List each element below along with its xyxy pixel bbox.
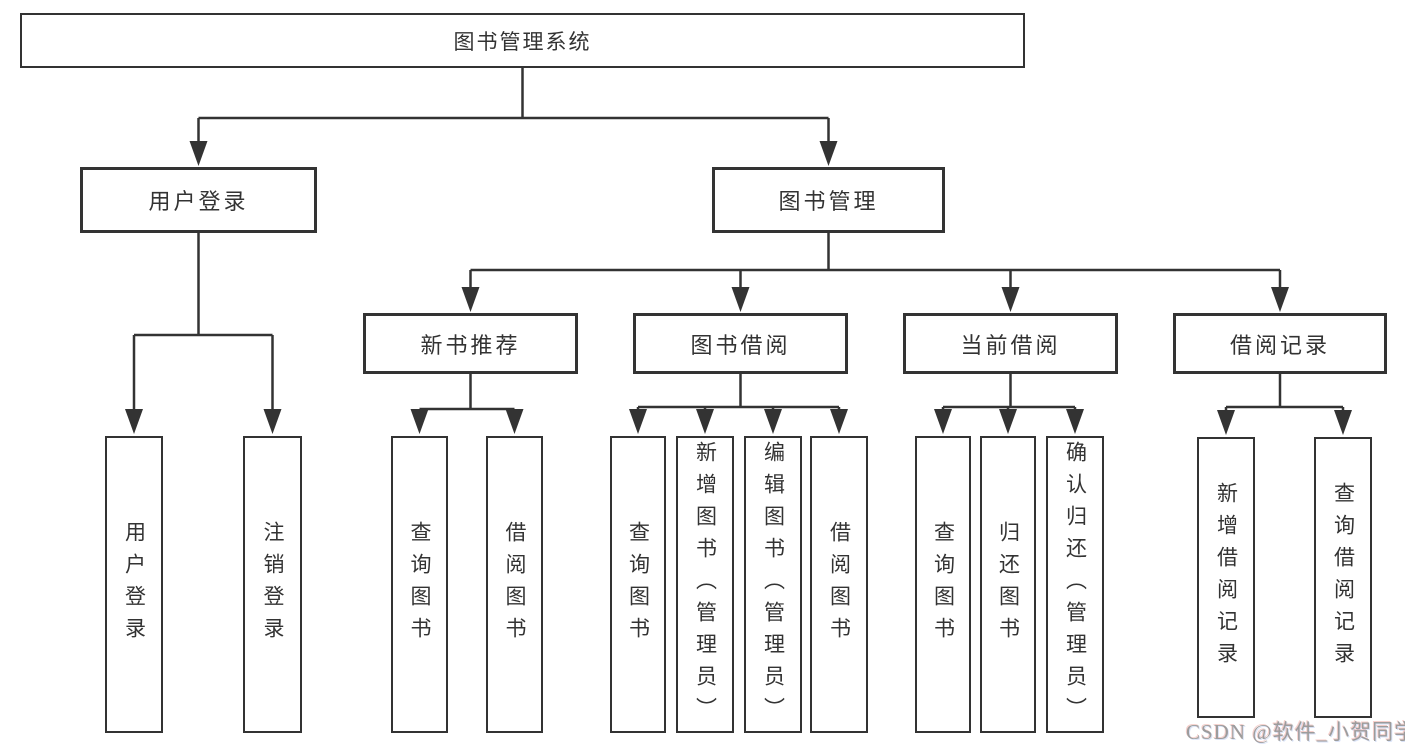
node-book-borrowing: 图书借阅	[633, 313, 848, 374]
leaf-borrow-books-borrowing-label: 借阅图书	[827, 520, 852, 649]
leaf-confirm-return-admin-label: 确认归还（管理员）	[1063, 440, 1088, 729]
leaf-logout-label: 注销登录	[261, 520, 285, 649]
leaf-query-borrow-record: 查询借阅记录	[1314, 437, 1372, 718]
node-borrow-records: 借阅记录	[1173, 313, 1387, 374]
watermark: CSDN @软件_小贺同学	[1186, 720, 1405, 744]
node-new-book-recommend-label: 新书推荐	[420, 332, 521, 358]
leaf-query-books-borrowing: 查询图书	[610, 436, 666, 733]
node-new-book-recommend: 新书推荐	[363, 313, 578, 374]
leaf-borrow-books-recommend: 借阅图书	[486, 436, 543, 733]
leaf-user-login: 用户登录	[105, 436, 163, 733]
leaf-query-borrow-record-label: 查询借阅记录	[1331, 481, 1356, 674]
leaf-query-books-recommend: 查询图书	[391, 436, 448, 733]
leaf-query-books-current-label: 查询图书	[931, 520, 956, 649]
leaf-query-books-current: 查询图书	[915, 436, 971, 733]
leaf-add-book-admin: 新增图书（管理员）	[676, 436, 734, 733]
leaf-user-login-label: 用户登录	[122, 520, 147, 649]
node-user-login: 用户登录	[80, 167, 317, 233]
leaf-return-book-label: 归还图书	[996, 520, 1021, 649]
leaf-return-book: 归还图书	[980, 436, 1036, 733]
leaf-query-books-recommend-label: 查询图书	[408, 520, 432, 649]
node-current-borrowing: 当前借阅	[903, 313, 1118, 374]
node-library-system: 图书管理系统	[20, 13, 1025, 68]
node-current-borrowing-label: 当前借阅	[960, 332, 1061, 358]
leaf-add-book-admin-label: 新增图书（管理员）	[693, 440, 718, 729]
leaf-add-borrow-record-label: 新增借阅记录	[1214, 481, 1239, 674]
node-user-login-label: 用户登录	[148, 189, 249, 214]
leaf-logout: 注销登录	[243, 436, 302, 733]
leaf-edit-book-admin: 编辑图书（管理员）	[744, 436, 802, 733]
node-book-management-label: 图书管理	[778, 189, 879, 214]
leaf-confirm-return-admin: 确认归还（管理员）	[1046, 436, 1104, 733]
node-book-borrowing-label: 图书借阅	[690, 332, 791, 358]
leaf-borrow-books-recommend-label: 借阅图书	[503, 520, 527, 649]
node-library-system-label: 图书管理系统	[453, 29, 592, 54]
leaf-add-borrow-record: 新增借阅记录	[1197, 437, 1255, 718]
leaf-edit-book-admin-label: 编辑图书（管理员）	[761, 440, 786, 729]
node-borrow-records-label: 借阅记录	[1229, 332, 1330, 358]
leaf-borrow-books-borrowing: 借阅图书	[810, 436, 868, 733]
node-book-management: 图书管理	[712, 167, 945, 233]
leaf-query-books-borrowing-label: 查询图书	[626, 520, 651, 649]
